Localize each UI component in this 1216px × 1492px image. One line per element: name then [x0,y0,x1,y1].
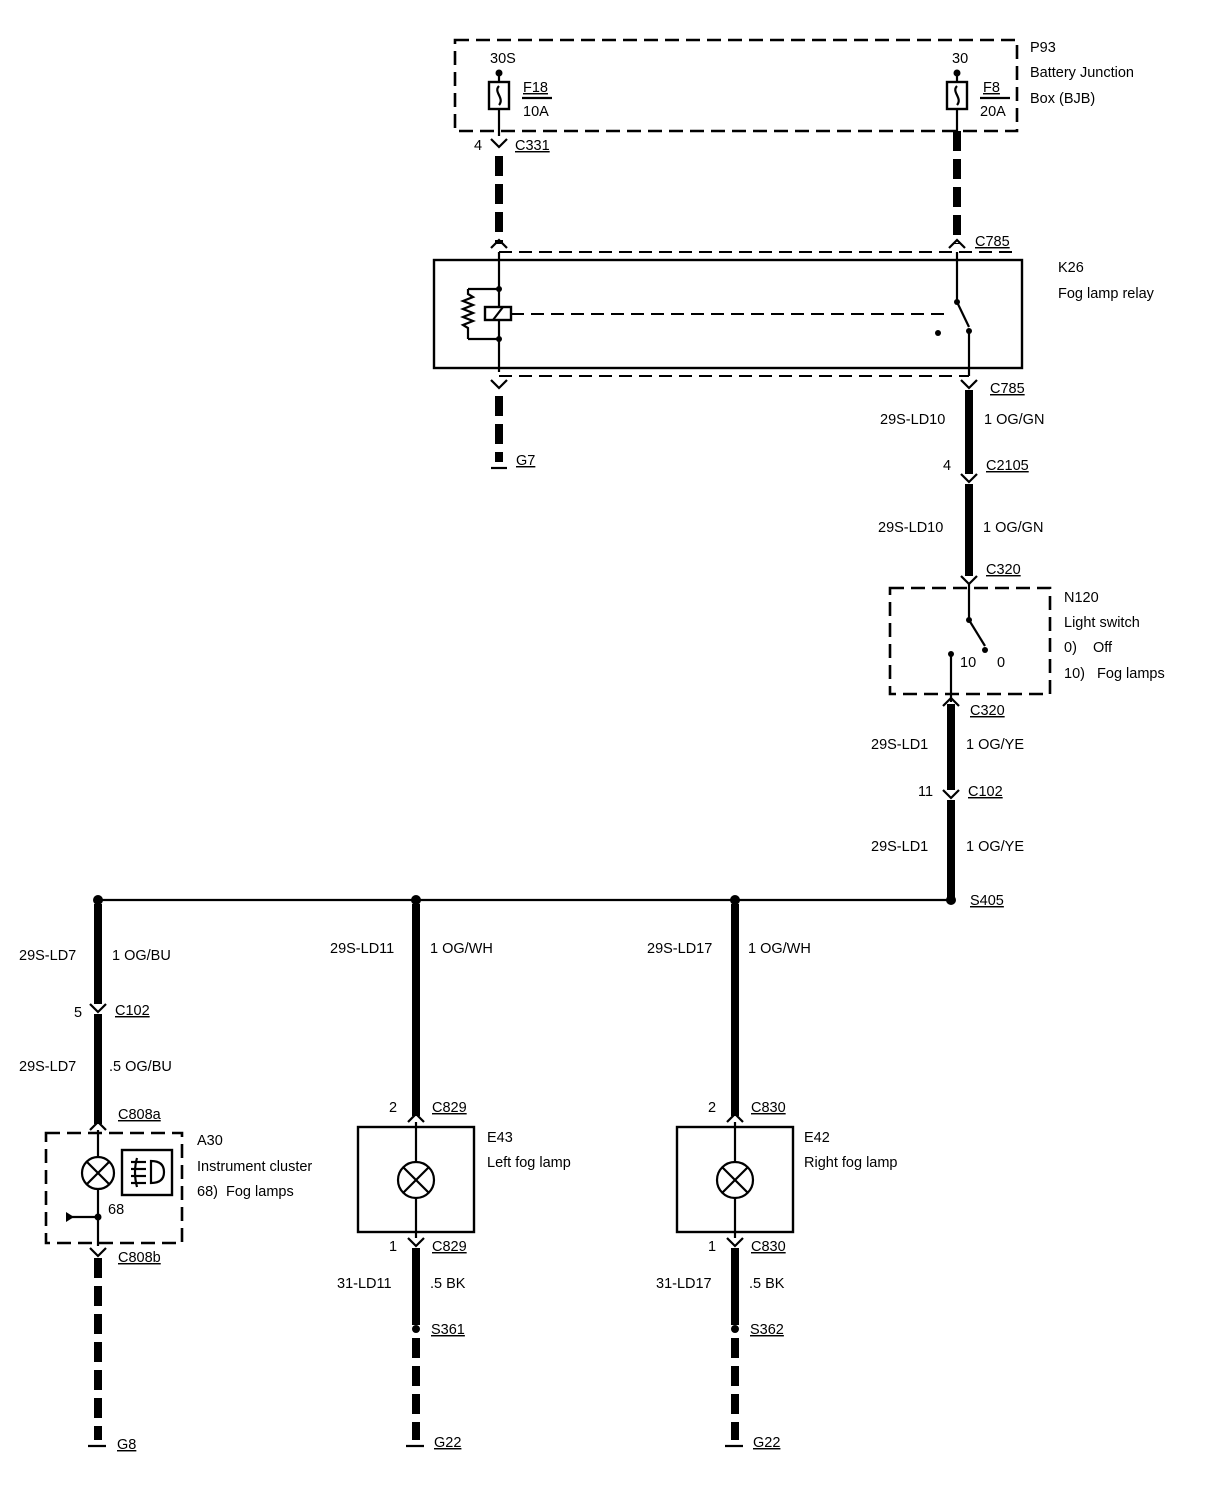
connector-c2105-label: C2105 [986,458,1029,474]
fuse-f8-rating: 20A [980,104,1006,120]
wire-29s-ld17-spec: 1 OG/WH [748,941,811,957]
connector-c829-bottom-label: C829 [432,1239,467,1255]
light-switch-outline [888,586,1052,696]
right-fog-lamp-ref: E42 [804,1130,830,1146]
wire-29s-ld11-spec: 1 OG/WH [430,941,493,957]
cluster-ref: A30 [197,1133,223,1149]
left-fog-lamp-ref: E43 [487,1130,513,1146]
splice-s405: S405 [970,893,1004,909]
light-switch-name: Light switch [1064,615,1140,631]
relay-outline [432,258,1024,370]
connector-c830-bottom-label: C830 [751,1239,786,1255]
connector-c785-bottom-label: C785 [990,381,1025,397]
right-fog-lamp: E42 Right fog lamp [675,1122,898,1238]
connector-c102-main-label: C102 [968,784,1003,800]
wire-31-ld11-spec: .5 BK [430,1276,466,1292]
splice-s362: S362 [750,1322,784,1338]
instrument-cluster: 68 A30 Instrument cluster 68) Fog lamps [44,1130,312,1246]
wire-31-ld11-circuit: 31-LD11 [337,1276,392,1292]
light-switch-pos-10: 10 [960,655,976,671]
light-switch-pos-0: 0 [997,655,1005,671]
cluster-name: Instrument cluster [197,1159,312,1175]
ground-g22-left: G22 [434,1435,461,1451]
splice-s361-dot [412,1325,420,1333]
fuse-f8-element-icon [954,85,960,106]
wire-29s-ld1-b-spec: 1 OG/YE [966,839,1024,855]
left-fog-lamp: E43 Left fog lamp [356,1122,571,1238]
connector-c785-top-label: C785 [975,234,1010,250]
wire-29s-ld17-circuit: 29S-LD17 [647,941,712,957]
fuse-f18-element-icon [496,85,502,106]
wire-29s-ld7-b-circuit: 29S-LD7 [19,1059,76,1075]
relay-ref: K26 [1058,260,1084,276]
wire-29s-ld11-circuit: 29S-LD11 [330,941,394,957]
wire-29s-ld7-b-spec: .5 OG/BU [109,1059,172,1075]
splice-s362-dot [731,1325,739,1333]
fuse-f8-supply: 30 [952,51,968,67]
connector-c102-a30-label: C102 [115,1003,150,1019]
fuse-f18: 30S F18 10A [487,51,552,136]
battery-junction-box: P93 Battery Junction Box (BJB) [453,38,1134,133]
connector-c2105-pin: 4 [943,458,951,474]
light-switch-contact [968,619,986,647]
connector-c830-bottom-pin: 1 [708,1239,716,1255]
cluster-function: 68) Fog lamps [197,1184,294,1200]
wire-29s-ld10-b-spec: 1 OG/GN [983,520,1043,536]
bjb-outline [453,38,1019,133]
ground-g7: G7 [516,453,535,469]
splice-s361: S361 [431,1322,465,1338]
wire-29s-ld1-b-circuit: 29S-LD1 [871,839,928,855]
fog-lamp-relay: K26 Fog lamp relay [432,252,1155,376]
light-switch-ref: N120 [1064,590,1099,606]
ground-g22-right: G22 [753,1435,780,1451]
relay-switch-contact [956,301,970,328]
wire-29s-ld10-a-circuit: 29S-LD10 [880,412,945,428]
right-fog-lamp-name: Right fog lamp [804,1155,898,1171]
light-switch-option-off: 0) Off [1064,640,1113,656]
connector-c320-bottom-label: C320 [970,703,1005,719]
bjb-name-line1: Battery Junction [1030,65,1134,81]
connector-c320-top-label: C320 [986,562,1021,578]
ground-g8: G8 [117,1437,136,1453]
instrument-cluster-outline [44,1131,184,1245]
cluster-pin-68: 68 [108,1202,124,1218]
connector-c829-top-label: C829 [432,1100,467,1116]
wire-31-ld17-circuit: 31-LD17 [656,1276,712,1292]
left-fog-lamp-name: Left fog lamp [487,1155,571,1171]
connector-c808b-label: C808b [118,1250,161,1266]
relay-resistor-icon [460,289,476,339]
fuse-f8-id: F8 [983,80,1000,96]
wire-29s-ld10-a-spec: 1 OG/GN [984,412,1044,428]
connector-c830-top-label: C830 [751,1100,786,1116]
connector-c808a-label: C808a [118,1107,162,1123]
bjb-name-line2: Box (BJB) [1030,91,1095,107]
connector-c331: 4 C331 [474,138,550,154]
wire-29s-ld10-b-circuit: 29S-LD10 [878,520,943,536]
wire-29s-ld7-a-spec: 1 OG/BU [112,948,171,964]
bjb-ref: P93 [1030,40,1056,56]
wire-29s-ld7-a-circuit: 29S-LD7 [19,948,76,964]
fog-lamp-warning-icon [120,1148,174,1197]
relay-name: Fog lamp relay [1058,286,1155,302]
wire-29s-ld1-a-spec: 1 OG/YE [966,737,1024,753]
wire-31-ld17-spec: .5 BK [749,1276,785,1292]
fuse-f18-id: F18 [523,80,548,96]
fuse-f8: 30 F8 20A [945,51,1010,131]
connector-c331-label: C331 [515,138,550,154]
wire-29s-ld1-a-circuit: 29S-LD1 [871,737,928,753]
light-switch-option-fog: 10) Fog lamps [1064,666,1165,682]
connector-c829-bottom-pin: 1 [389,1239,397,1255]
connector-c829-top-pin: 2 [389,1100,397,1116]
splice-s405-dot [946,895,956,905]
connector-c830-top-pin: 2 [708,1100,716,1116]
connector-c331-pin: 4 [474,138,482,154]
light-switch: 10 0 N120 Light switch 0) Off 10) Fog la… [888,584,1165,702]
connector-c102-a30-pin: 5 [74,1005,82,1021]
fuse-f18-supply: 30S [490,51,516,67]
fuse-f18-rating: 10A [523,104,549,120]
connector-c102-main-pin: 11 [918,784,933,800]
